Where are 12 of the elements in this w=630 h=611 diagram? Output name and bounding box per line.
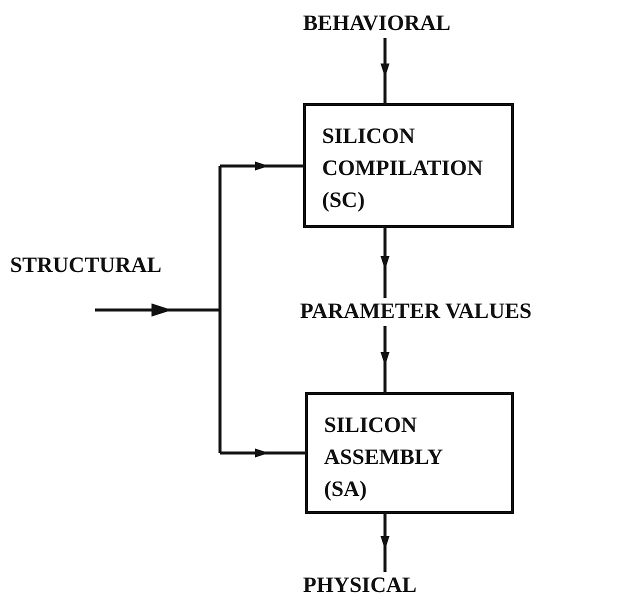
box-text: SILICON COMPILATION (SC) <box>322 122 484 214</box>
input-label: BEHAVIORAL <box>303 10 463 36</box>
arrow <box>380 514 390 572</box>
output-label: PHYSICAL <box>303 572 463 598</box>
box-text: SILICON ASSEMBLY (SA) <box>324 411 444 503</box>
arrow <box>380 38 390 103</box>
input-label: STRUCTURAL <box>10 252 162 278</box>
intermediate-label: PARAMETER VALUES <box>300 298 628 324</box>
process-box <box>305 392 514 514</box>
arrow <box>380 228 390 298</box>
arrow <box>380 326 390 392</box>
process-box <box>303 103 514 228</box>
